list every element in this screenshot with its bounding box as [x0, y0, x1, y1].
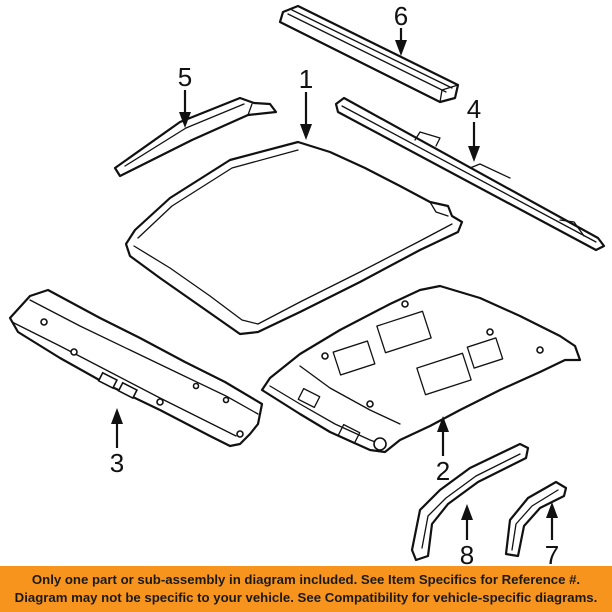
callout-1: 1 — [299, 64, 313, 94]
callout-4: 4 — [467, 94, 481, 124]
part-8-pillar-trim — [410, 442, 530, 562]
callout-leaders — [111, 28, 558, 540]
callout-2: 2 — [436, 456, 450, 486]
disclaimer-line-1: Only one part or sub-assembly in diagram… — [31, 572, 581, 587]
part-3-windshield-header — [8, 288, 264, 448]
part-5-pillar-trim — [113, 96, 278, 178]
parts-diagram: 1 2 3 4 5 6 7 8 — [8, 1, 606, 566]
part-2-headliner — [260, 284, 582, 454]
part-1-roof-panel — [124, 140, 464, 336]
disclaimer-banner: Only one part or sub-assembly in diagram… — [0, 566, 612, 612]
disclaimer-line-2: Diagram may not be specific to your vehi… — [14, 590, 598, 605]
callout-6: 6 — [394, 1, 408, 31]
part-4-roof-side-rail — [334, 96, 606, 252]
part-7-quarter-trim — [504, 480, 568, 558]
callout-7: 7 — [545, 540, 559, 566]
callout-3: 3 — [110, 448, 124, 478]
callout-8: 8 — [460, 540, 474, 566]
part-6-rear-roof-rail — [278, 4, 460, 104]
callout-5: 5 — [178, 62, 192, 92]
